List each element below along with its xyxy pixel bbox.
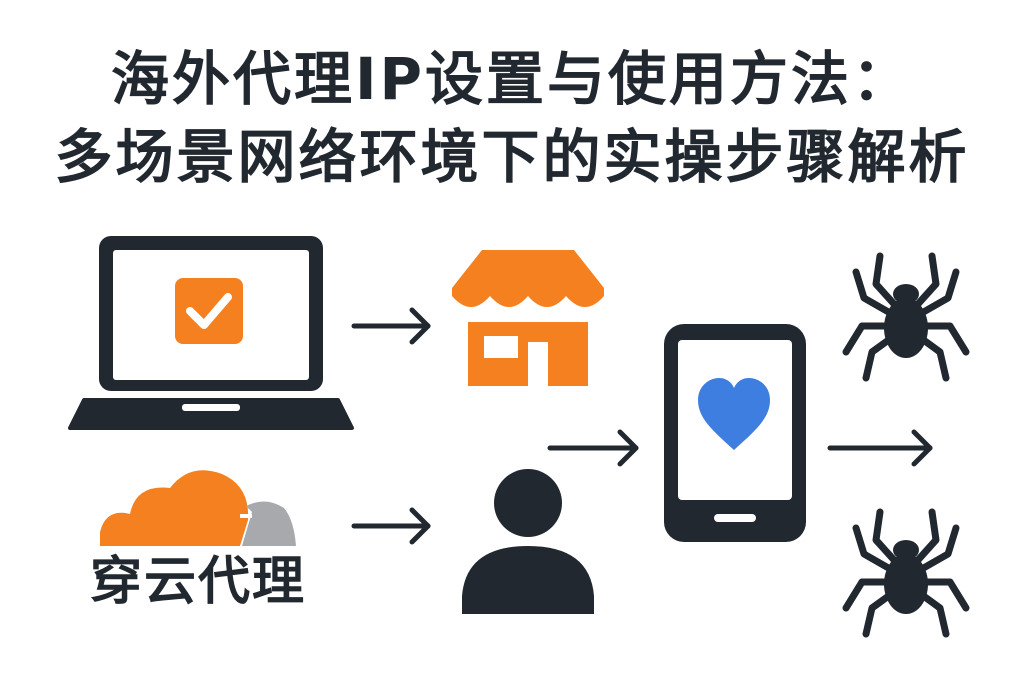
title-line-1: 海外代理IP设置与使用方法： [110, 45, 914, 113]
heart-icon [698, 378, 770, 450]
checkbox-icon [175, 278, 243, 344]
arrow-cloud-to-user [351, 507, 431, 545]
cloud-logo-icon [100, 470, 296, 546]
title-line-2: 多场景网络环境下的实操步骤解析 [54, 123, 970, 191]
spider-icon [846, 256, 966, 378]
arrow-user-to-phone [547, 429, 639, 467]
spider-icon [846, 512, 966, 634]
arrow-laptop-to-store [351, 307, 431, 345]
user-icon [462, 469, 594, 614]
storefront-icon [452, 250, 604, 386]
brand-label: 穿云代理 [89, 552, 306, 612]
arrow-phone-to-spiders [827, 429, 933, 467]
